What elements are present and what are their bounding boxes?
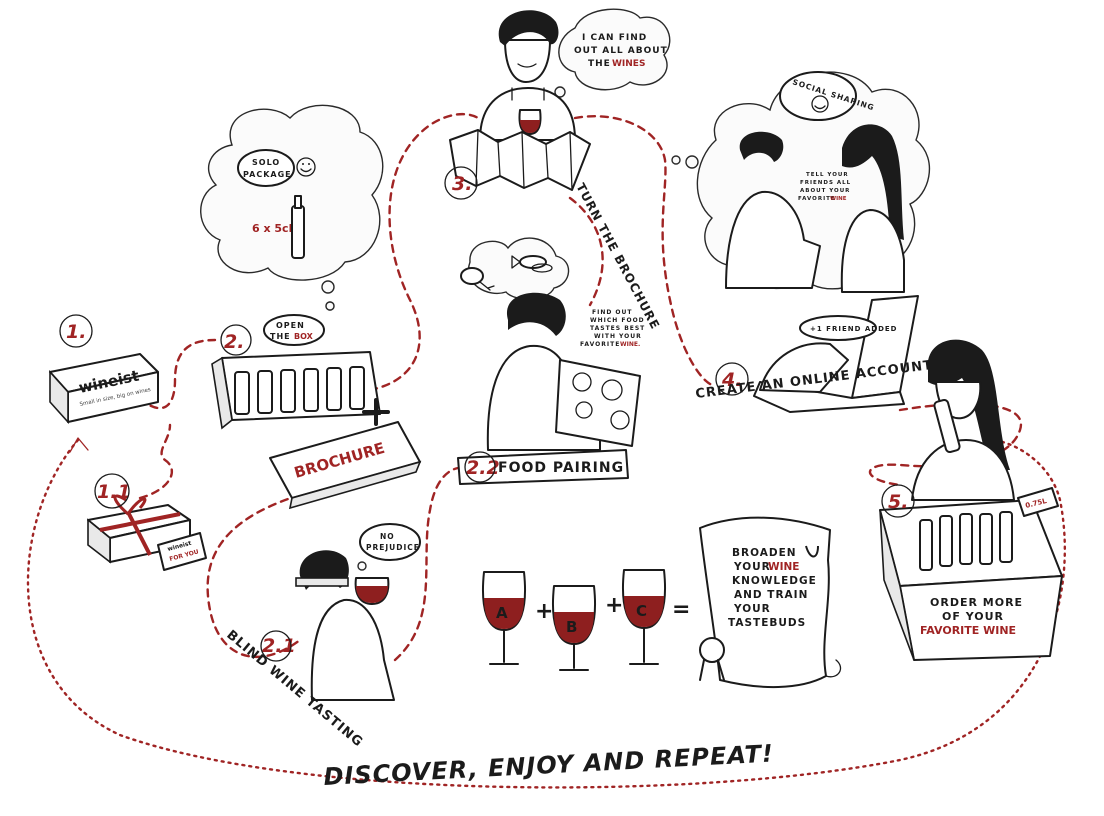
find-out-line-3: THE — [588, 59, 611, 69]
route-step2-to-step3 — [368, 112, 480, 392]
tell-red: WINE — [830, 196, 847, 202]
step-1-1-number: 1.1 — [97, 481, 131, 503]
food-chicken-icon — [460, 267, 495, 291]
brochure: BROCHURE — [269, 421, 422, 510]
step-2-1-number: 2.1 — [262, 635, 296, 657]
solo-package-thought: SOLO PACKAGE 6 x 5cl — [200, 104, 384, 311]
glass-b-letter: B — [566, 618, 577, 636]
route-brochure-to-tasting — [206, 493, 302, 658]
route-box-to-step2 — [128, 338, 217, 410]
equals-sign: = — [672, 597, 690, 622]
pairing-line-5: FAVORITE — [580, 341, 620, 348]
order-line-2: OF YOUR — [942, 610, 1004, 623]
route-tasting-to-pairing — [393, 466, 460, 662]
step-2-number: 2. — [224, 331, 244, 353]
step-1-number: 1. — [66, 321, 86, 343]
open-text-1: OPEN — [276, 321, 305, 330]
step-4-social-thought: SOCIAL SHARING TELL YOUR FRIENDS ALL ABO… — [671, 71, 931, 293]
pairing-line-1: FIND OUT — [592, 309, 633, 316]
step-1-box: wineist Small in size, big on wines — [49, 353, 159, 425]
route-brochure-to-pairing — [568, 196, 604, 307]
pairing-red: WINE. — [620, 341, 640, 348]
tell-line-3: ABOUT YOUR — [800, 188, 850, 194]
no-prejudice-line-1: NO — [380, 532, 395, 541]
step-2-2-number: 2.2 — [466, 457, 500, 479]
route-step3-to-step4 — [573, 115, 714, 387]
six-by-five: 6 x 5cl — [252, 222, 292, 235]
find-out-line-1: I CAN FIND — [582, 33, 647, 43]
no-prejudice-line-2: PREJUDICE — [366, 543, 420, 552]
step-4-laptop: +1 FRIEND ADDED — [753, 295, 919, 413]
repeat-loop-path — [26, 438, 1067, 789]
friend-added-text: +1 FRIEND ADDED — [810, 325, 897, 333]
plus-1: + — [535, 599, 553, 624]
loop-arrowhead — [69, 437, 89, 453]
glass-c-letter: C — [636, 602, 647, 620]
glass-a-letter: A — [496, 604, 508, 622]
order-line-3: FAVORITE WINE — [920, 624, 1016, 637]
tray-bottles — [234, 366, 365, 415]
glass-c: C — [622, 569, 666, 665]
scroll-line-1: BROADEN — [732, 547, 797, 559]
step-2-1-blind-tasting: NO PREJUDICE — [295, 523, 421, 701]
pairing-line-3: TASTES BEST — [590, 325, 645, 332]
knowledge-scroll: BROADEN YOUR WINE KNOWLEDGE AND TRAIN YO… — [699, 516, 842, 689]
order-line-1: ORDER MORE — [930, 596, 1023, 609]
step-3-man-reading: I CAN FIND OUT ALL ABOUT THE WINES — [449, 8, 671, 191]
scroll-line-2b: WINE — [768, 561, 799, 573]
tell-line-1: TELL YOUR — [806, 172, 849, 178]
tell-line-2: FRIENDS ALL — [800, 180, 851, 186]
tagline: DISCOVER, ENJOY AND REPEAT! — [323, 739, 775, 791]
glass-equation: A + B + C = — [482, 569, 690, 671]
route-gift-to-box — [138, 423, 174, 500]
step-4-number: 4. — [721, 369, 742, 391]
step-5-number: 5. — [888, 491, 908, 513]
find-out-line-2: OUT ALL ABOUT — [574, 46, 668, 56]
step-5-order: 0.75L ORDER MORE OF YOUR FAVORITE WINE — [879, 339, 1063, 661]
solo-text-1: SOLO — [252, 158, 280, 167]
pairing-line-2: WHICH FOOD — [590, 317, 645, 324]
glass-a: A — [482, 571, 526, 665]
order-bottles — [919, 511, 1013, 571]
tell-line-4: FAVORITE — [798, 196, 836, 202]
scroll-line-2a: YOUR — [733, 561, 771, 573]
scroll-line-3: KNOWLEDGE — [732, 575, 817, 587]
step-2-open-box: OPEN THE BOX — [211, 301, 390, 430]
solo-text-2: PACKAGE — [243, 170, 292, 179]
step-3-number: 3. — [452, 173, 472, 195]
glass-b: B — [552, 585, 596, 671]
step-1-1-gift: wineist FOR YOU — [87, 494, 207, 571]
pairing-line-4: WITH YOUR — [594, 333, 642, 340]
open-text-2: THE — [270, 332, 291, 341]
food-fish-icon — [511, 255, 553, 273]
scroll-line-4: AND TRAIN — [734, 589, 808, 601]
step-2-2-food-pairing: FIND OUT WHICH FOOD TASTES BEST WITH YOU… — [457, 237, 645, 485]
scroll-line-6: TASTEBUDS — [728, 617, 806, 629]
plus-2: + — [605, 593, 623, 618]
food-pairing-label: FOOD PAIRING — [498, 460, 624, 476]
scroll-line-5: YOUR — [733, 603, 771, 615]
find-out-red: WINES — [612, 59, 645, 69]
open-text-red: BOX — [294, 332, 314, 341]
